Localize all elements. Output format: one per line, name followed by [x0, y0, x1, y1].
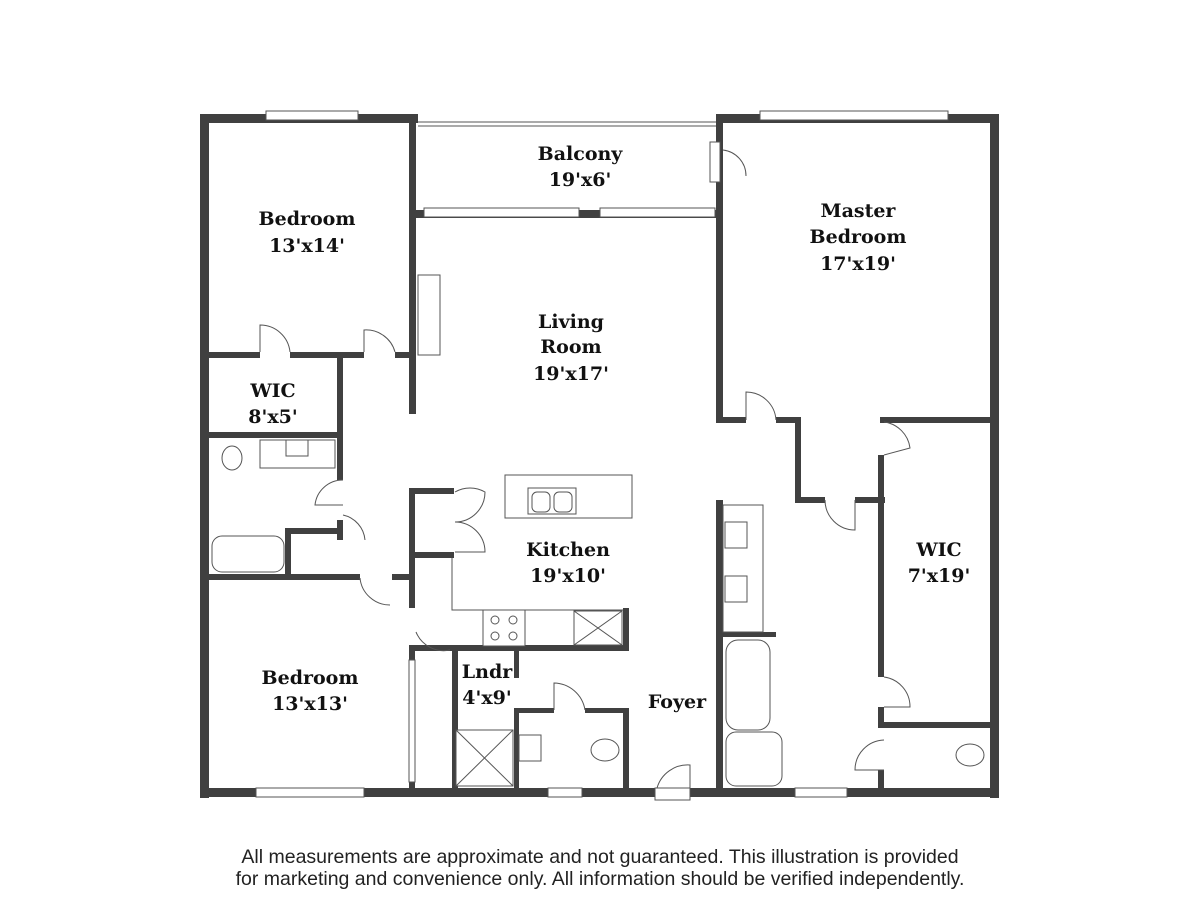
room-name: Foyer: [648, 691, 707, 713]
door-swings: [259, 149, 911, 789]
fireplace: [417, 274, 441, 356]
room-name: Living: [538, 311, 604, 333]
closet-door: [408, 659, 416, 783]
window: [759, 110, 949, 121]
toilet-icon: [221, 445, 243, 471]
room-size: 7'x19': [908, 565, 971, 587]
disclaimer: All measurements are approximate and not…: [0, 846, 1200, 890]
window: [794, 787, 848, 798]
window: [547, 787, 583, 798]
room-size: 19'x17': [533, 363, 609, 385]
room-size: 17'x19': [820, 253, 896, 275]
stove-icon: [482, 609, 526, 647]
room-name: Kitchen: [526, 539, 610, 561]
room-size: 4'x9': [462, 687, 511, 709]
room-size: 13'x13': [272, 693, 348, 715]
room-name: WIC: [249, 380, 295, 402]
room-name: Bedroom: [262, 667, 359, 689]
bathtub-icon: [725, 639, 771, 731]
disclaimer-line: for marketing and convenience only. All …: [235, 868, 965, 890]
room-size: 19'x10': [530, 565, 606, 587]
toilet-icon: [955, 743, 985, 767]
fixtures: [211, 110, 985, 801]
window: [265, 110, 359, 121]
room-size: 13'x14': [269, 235, 345, 257]
window: [255, 787, 365, 798]
room-name: Bedroom: [259, 208, 356, 230]
sliding-door: [599, 207, 716, 218]
room-name: Master: [821, 200, 897, 222]
walls: [200, 114, 999, 798]
shower-icon: [725, 731, 783, 787]
room-name: Balcony: [538, 143, 624, 165]
room-name: WIC: [915, 539, 961, 561]
bathtub-icon: [211, 535, 285, 573]
room-labels: Bedroom 13'x14' Balcony 19'x6' Master Be…: [248, 143, 970, 715]
room-name: Room: [540, 336, 601, 358]
room-name: Lndr: [462, 661, 513, 683]
entry-door[interactable]: [654, 787, 691, 801]
room-size: 8'x5': [248, 406, 297, 428]
disclaimer-line: All measurements are approximate and not…: [241, 846, 959, 868]
room-size: 19'x6': [549, 169, 612, 191]
room-name: Bedroom: [810, 226, 907, 248]
sink-icon: [518, 734, 542, 762]
toilet-icon: [590, 738, 620, 762]
sliding-door: [423, 207, 580, 218]
balcony-door[interactable]: [709, 141, 721, 183]
